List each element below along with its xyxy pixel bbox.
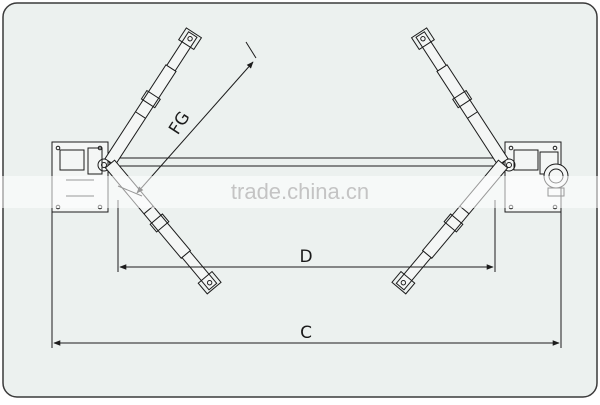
watermark: trade.china.cn: [0, 176, 600, 208]
dimension-d: [117, 200, 496, 272]
watermark-text: trade.china.cn: [231, 179, 369, 204]
label-d: D: [299, 247, 312, 267]
arm-upper-right: [410, 27, 509, 166]
dimension-c: [51, 212, 562, 348]
label-c: C: [300, 323, 312, 343]
